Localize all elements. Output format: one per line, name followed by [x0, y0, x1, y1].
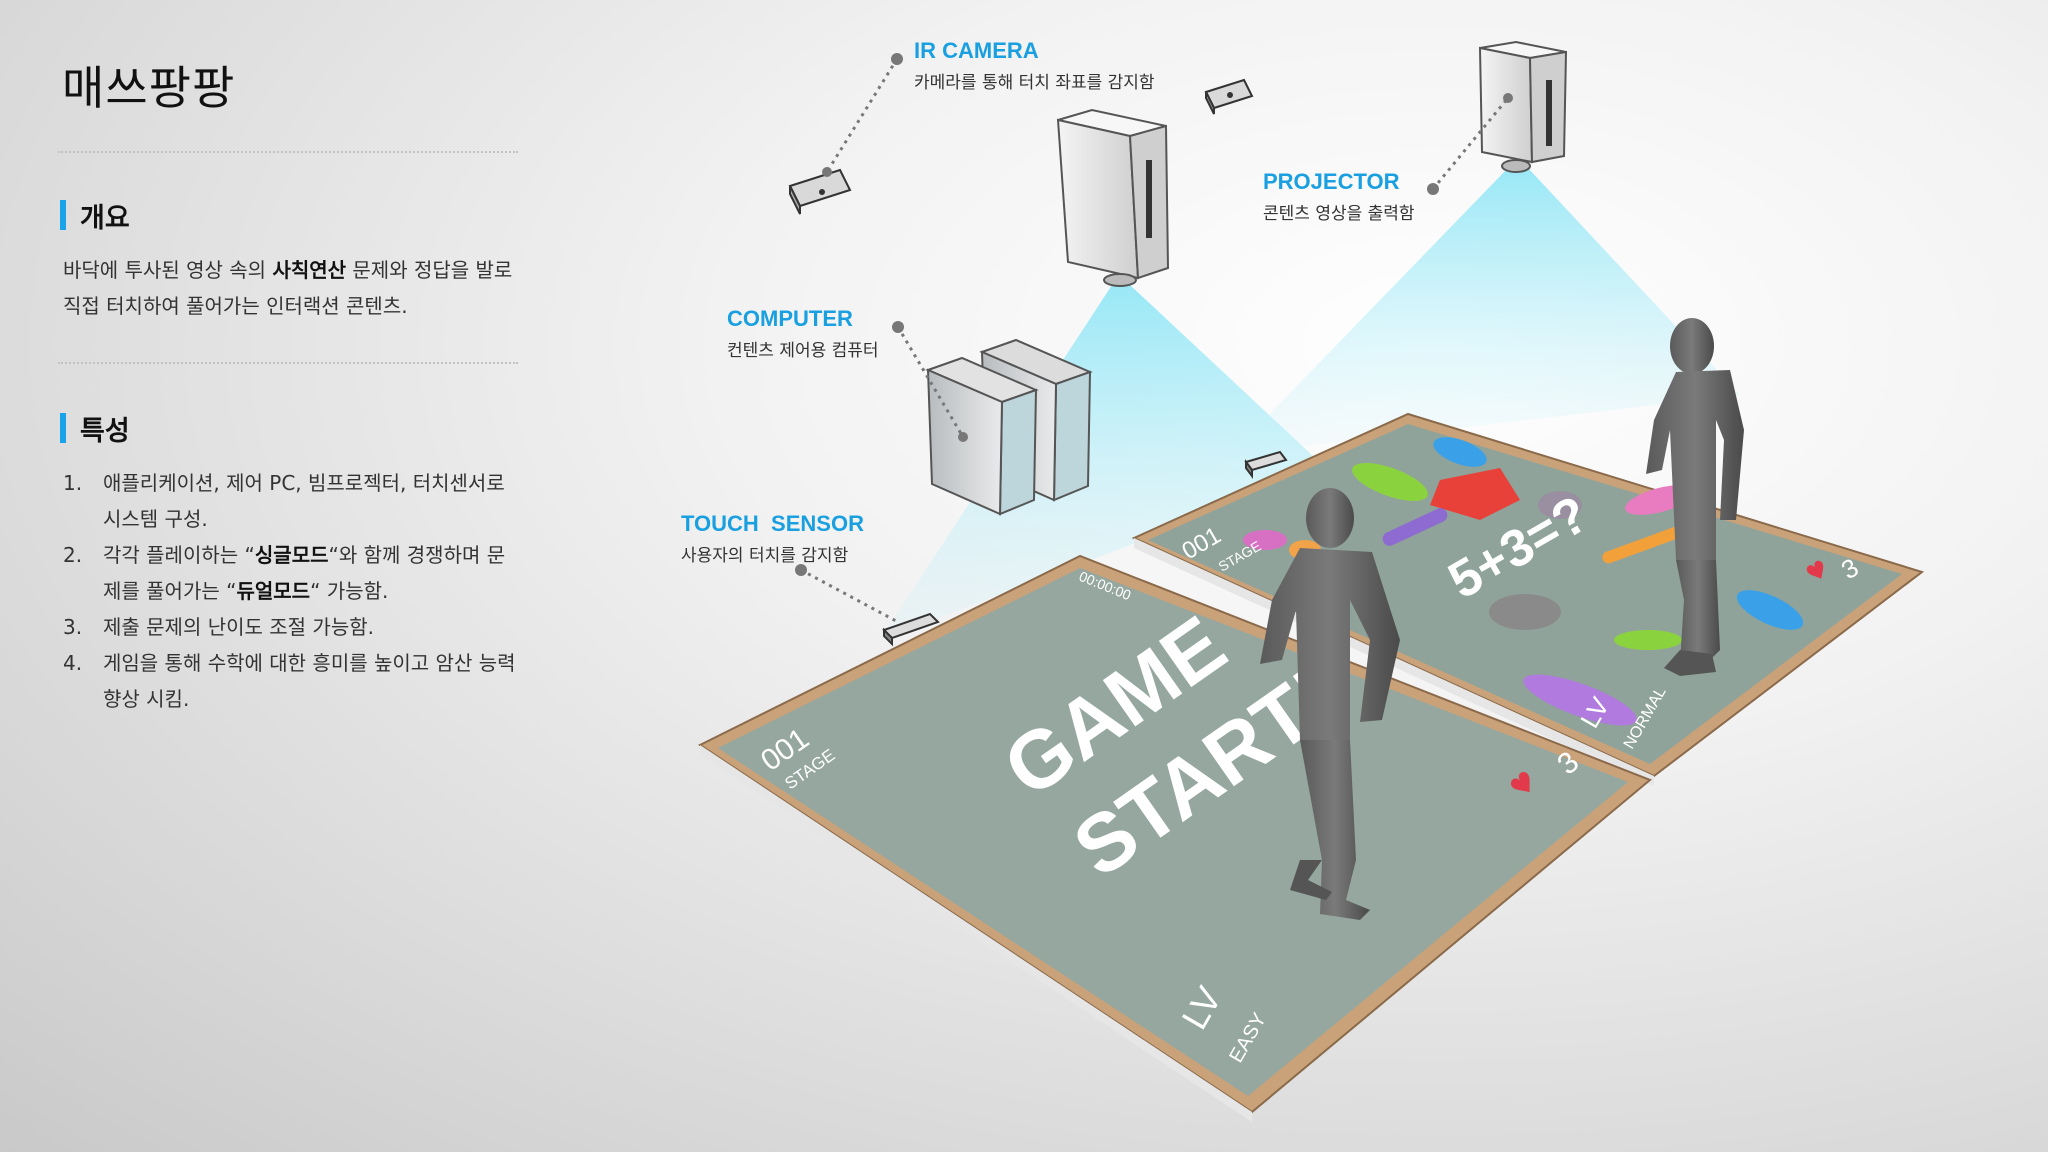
- projector-beam-right: [1230, 168, 1740, 455]
- touch-sensor-desc: 사용자의 터치를 감지함: [681, 546, 849, 566]
- heading-accent-bar: [60, 413, 66, 443]
- creature-shape: [1523, 674, 1637, 726]
- heading-accent-bar: [60, 200, 66, 230]
- ir-camera-label: IR CAMERA 카메라를 통해 터치 좌표를 감지함: [914, 38, 1155, 93]
- creature-shape: [1538, 491, 1582, 519]
- feature-item: 4. 게임을 통해 수학에 대한 흥미를 높이고 암산 능력 향상 시킴.: [63, 651, 516, 711]
- overview-bold-term: 사칙연산: [272, 258, 347, 282]
- floor-front-screen: [718, 568, 1628, 1096]
- floor-front-base: [700, 745, 1252, 1122]
- overview-heading: 개요: [60, 198, 130, 234]
- person-front-figure: [1260, 488, 1400, 920]
- features-list: 1. 애플리케이션, 제어 PC, 빔프로젝터, 터치센서로 시스템 구성. 2…: [63, 465, 533, 717]
- creature-shape: [1602, 524, 1688, 564]
- touch-sensor-left-icon: [882, 612, 940, 647]
- floor-front: GAME START! 001 STAGE 00:00:00 3 ♥ LV EA…: [698, 554, 1652, 1122]
- creature-shape: [1430, 468, 1520, 520]
- creature-shape: [1614, 630, 1682, 650]
- projector-left-icon: [1056, 108, 1170, 287]
- computer-desc: 컨텐츠 제어용 컴퓨터: [727, 341, 879, 361]
- creature-shape: [1382, 508, 1448, 546]
- overview-line-2: 직접 터치하여 풀어가는 인터랙션 콘텐츠.: [63, 294, 408, 318]
- feature-item: 3. 제출 문제의 난이도 조절 가능함.: [63, 615, 374, 639]
- computer-leader-line: [896, 326, 965, 438]
- creature-shape: [1243, 530, 1287, 550]
- overview-heading-text: 개요: [80, 202, 130, 234]
- projector-desc: 콘텐츠 영상을 출력함: [1263, 204, 1415, 224]
- touch-sensor-leader-line: [800, 568, 899, 624]
- creature-shape: [1736, 590, 1804, 630]
- creature-shape: [1433, 437, 1487, 467]
- touch-sensor-leader-dot: [795, 564, 807, 576]
- feature-item: 2. 각각 플레이하는 “싱글모드“와 함께 경쟁하며 문 제를 풀어가는 “듀…: [63, 543, 506, 603]
- creature-shape: [1489, 594, 1561, 630]
- ir-camera-left-icon: [788, 168, 852, 215]
- ir-camera-leader-line: [825, 58, 899, 173]
- separator-top: [58, 151, 518, 153]
- creature-shape: [1352, 463, 1428, 501]
- ir-camera-right-icon: [1204, 78, 1254, 115]
- overview-description: 바닥에 투사된 영상 속의 사칙연산 문제와 정답을 발로 직접 터치하여 풀어…: [63, 252, 533, 324]
- page-title: 매쓰팡팡: [62, 61, 236, 115]
- person-back-figure: [1646, 318, 1744, 676]
- projector-leader-dot: [1427, 183, 1439, 195]
- computer-icon: [925, 338, 1093, 516]
- projector-beam-left: [880, 285, 1328, 640]
- feature-item: 1. 애플리케이션, 제어 PC, 빔프로젝터, 터치센서로 시스템 구성.: [63, 471, 505, 531]
- computer-leader-end: [958, 432, 968, 442]
- projector-right-icon: [1478, 40, 1568, 173]
- projector-leader-end: [1503, 93, 1513, 103]
- ir-camera-leader-dot: [891, 53, 903, 65]
- ir-camera-desc: 카메라를 통해 터치 좌표를 감지함: [914, 73, 1155, 93]
- overview-line-1: 바닥에 투사된 영상 속의 사칙연산 문제와 정답을 발로: [63, 258, 513, 282]
- touch-sensor-title: TOUCH SENSOR: [681, 511, 864, 536]
- touch-sensor-right-icon: [1244, 450, 1288, 479]
- computer-title: COMPUTER: [727, 306, 853, 331]
- ir-camera-leader-end: [822, 167, 832, 177]
- ir-camera-title: IR CAMERA: [914, 38, 1039, 63]
- computer-leader-dot: [892, 321, 904, 333]
- projector-label: PROJECTOR 콘텐츠 영상을 출력함: [1263, 169, 1415, 224]
- computer-label: COMPUTER 컨텐츠 제어용 컴퓨터: [727, 306, 879, 361]
- touch-sensor-label: TOUCH SENSOR 사용자의 터치를 감지함: [681, 511, 864, 566]
- features-heading: 특성: [60, 411, 130, 447]
- projector-leader-line: [1431, 97, 1510, 190]
- separator-middle: [58, 362, 518, 364]
- projector-title: PROJECTOR: [1263, 169, 1400, 194]
- features-heading-text: 특성: [80, 415, 130, 447]
